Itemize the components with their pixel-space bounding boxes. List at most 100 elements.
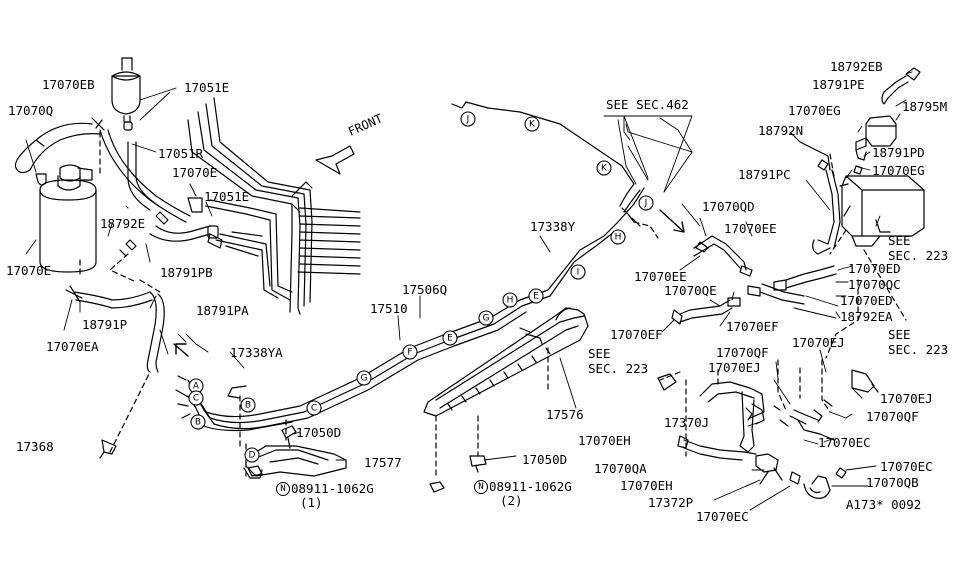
callout-17070QD: 17070QD: [702, 199, 755, 214]
callout-18795M: 18795M: [902, 99, 948, 114]
callout-17070E-mid: 17070E: [172, 165, 218, 180]
connection-marker-c: C: [306, 400, 322, 416]
svg-text:H: H: [507, 296, 514, 306]
callout-17050D-mid: 17050D: [522, 452, 568, 467]
callout-17577: 17577: [364, 455, 402, 470]
callout-17070QF-b: 17070QF: [866, 409, 919, 424]
callout-17070EC-a: 17070EC: [696, 509, 749, 524]
svg-text:C: C: [193, 394, 199, 404]
callout-17070EF-b: 17070EF: [726, 319, 779, 334]
see-sec-223-mid-1: SEE: [588, 346, 611, 361]
callout-17070QF-a: 17070QF: [716, 345, 769, 360]
leader-lines: [25, 71, 913, 511]
connection-marker-d: D: [244, 447, 260, 463]
n-circle-icon: N: [276, 482, 290, 496]
see-sec-223-r2-2: SEC. 223: [888, 342, 949, 357]
callout-17370J: 17370J: [664, 415, 710, 430]
see-sec-223-r2-1: SEE: [888, 327, 911, 342]
svg-text:G: G: [483, 314, 490, 324]
heat-shield: [423, 307, 589, 417]
callout-18791P: 18791P: [82, 317, 128, 332]
callout-18791PB: 18791PB: [160, 265, 213, 280]
purge-valve: [855, 115, 897, 161]
callout-17070Q: 17070Q: [8, 103, 54, 118]
n-circle-icon: N: [474, 480, 488, 494]
callout-17070EB: 17070EB: [42, 77, 95, 92]
dashed-leaders-left: [79, 131, 161, 453]
see-sec-223-r1-1: SEE: [888, 233, 911, 248]
bracket-17577: [243, 445, 347, 479]
callout-17070EF-a: 17070EF: [610, 327, 663, 342]
callout-17070EC-c: 17070EC: [880, 459, 933, 474]
callout-18791PD: 18791PD: [872, 145, 925, 160]
svg-text:J: J: [466, 115, 470, 125]
callout-17070EC-b: 17070EC: [818, 435, 871, 450]
bolt-2-qty: (2): [500, 493, 523, 508]
callout-17506Q: 17506Q: [402, 282, 448, 297]
callout-17070ED-b: 17070ED: [840, 293, 893, 308]
svg-text:E: E: [533, 292, 539, 302]
connection-marker-h: H: [502, 292, 518, 308]
callout-17070QC: 17070QC: [848, 277, 901, 292]
callout-17070EJ-a: 17070EJ: [792, 335, 845, 350]
callout-17051E-mid: 17051E: [204, 189, 250, 204]
callout-17070QE: 17070QE: [664, 283, 717, 298]
svg-text:B: B: [195, 418, 201, 428]
connection-marker-c: C: [188, 390, 204, 406]
canister-tank: [39, 164, 97, 273]
callout-17070EG-b: 17070EG: [872, 163, 925, 178]
see-sec-223-r1-2: SEC. 223: [888, 248, 949, 263]
callout-17576: 17576: [546, 407, 584, 422]
callout-17070QB: 17070QB: [866, 475, 919, 490]
connection-marker-e: E: [442, 330, 458, 346]
front-arrow: [315, 145, 355, 175]
svg-text:J: J: [644, 199, 648, 209]
connection-marker-k: K: [596, 160, 612, 176]
svg-text:H: H: [615, 233, 622, 243]
figure-code: A173* 0092: [846, 497, 922, 512]
svg-text:K: K: [601, 164, 608, 174]
svg-text:K: K: [529, 120, 536, 130]
connection-marker-j: J: [638, 195, 654, 211]
callout-17070E-left: 17070E: [6, 263, 52, 278]
callout-17070EE-b: 17070EE: [634, 269, 687, 284]
callout-18791PC: 18791PC: [738, 167, 791, 182]
bolt-1-qty: (1): [300, 495, 323, 510]
callout-18792EA: 18792EA: [840, 309, 893, 324]
callout-17372P: 17372P: [648, 495, 694, 510]
svg-text:E: E: [447, 334, 453, 344]
connection-marker-i: I: [570, 264, 586, 280]
bolt-2-part: 08911-1062G: [489, 479, 572, 494]
connection-marker-f: F: [402, 344, 418, 360]
charcoal-canister: [841, 175, 925, 247]
svg-text:G: G: [361, 374, 368, 384]
bolt-1-part: 08911-1062G: [291, 481, 374, 496]
connection-marker-g: G: [478, 310, 494, 326]
callout-17368: 17368: [16, 439, 54, 454]
callout-17051E-top: 17051E: [184, 80, 230, 95]
connection-marker-j: J: [460, 111, 476, 127]
indicator-arrows: [173, 209, 685, 357]
dashed-leaders-right: [685, 153, 907, 457]
see-sec-462-pointer: [603, 115, 693, 193]
svg-text:D: D: [249, 451, 256, 461]
callout-18792EB: 18792EB: [830, 59, 883, 74]
callout-17070EE-a: 17070EE: [724, 221, 777, 236]
callout-17070EA: 17070EA: [46, 339, 99, 354]
see-sec-462: SEE SEC.462: [606, 97, 689, 112]
frame-rails: [187, 97, 361, 315]
top-hoses-right: [799, 67, 921, 255]
callout-17070EJ-b: 17070EJ: [708, 360, 761, 375]
callout-17070EH-a: 17070EH: [578, 433, 631, 448]
callout-17338YA: 17338YA: [230, 345, 283, 360]
connection-marker-b: B: [190, 414, 206, 430]
callout-18791PA: 18791PA: [196, 303, 249, 318]
callout-18791PE: 18791PE: [812, 77, 865, 92]
callout-17070EH-b: 17070EH: [620, 478, 673, 493]
svg-text:A: A: [193, 382, 200, 392]
svg-text:C: C: [311, 404, 317, 414]
connector-17368: [99, 439, 117, 459]
